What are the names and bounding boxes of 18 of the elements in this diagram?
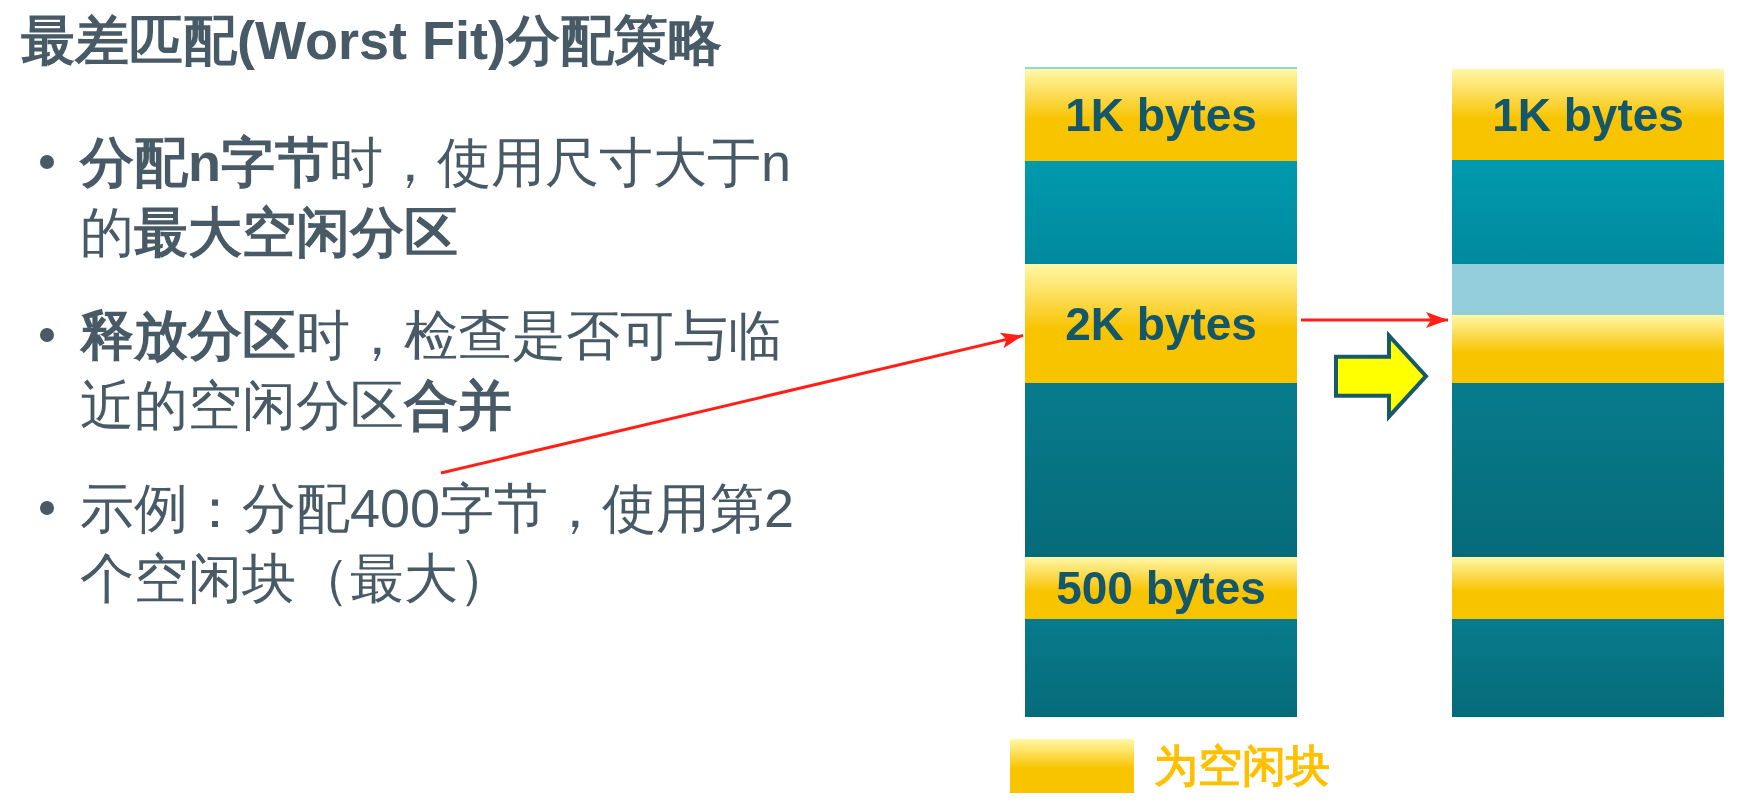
free-block <box>1452 315 1724 383</box>
free-block: 500 bytes <box>1025 557 1297 619</box>
allocated-block <box>1452 264 1724 315</box>
bullet-text: 分配n字节时，使用尺寸大于n的最大空闲分区 <box>80 131 793 264</box>
used-block <box>1025 161 1297 264</box>
title: 最差匹配(Worst Fit)分配策略 <box>21 9 722 72</box>
free-block: 1K bytes <box>1025 69 1297 161</box>
free-block: 2K bytes <box>1025 264 1297 383</box>
free-block: 1K bytes <box>1452 69 1724 160</box>
arrow <box>1301 312 1448 328</box>
used-block <box>1452 160 1724 264</box>
arrow <box>440 332 1024 475</box>
bullet-text: 释放分区时，检查是否可与临近的空闲分区合并 <box>80 304 783 437</box>
memory-bar <box>1025 69 1297 717</box>
free-block <box>1452 557 1724 619</box>
bullet-text: 示例：分配400字节，使用第2个空闲块（最大） <box>80 473 815 613</box>
block-arrow <box>1334 330 1429 422</box>
legend-text: 为空闲块 <box>1154 740 1330 792</box>
